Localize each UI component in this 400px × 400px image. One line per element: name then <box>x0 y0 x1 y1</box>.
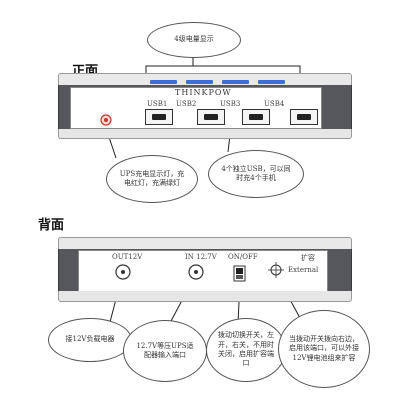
back-device-bottom <box>58 291 352 302</box>
ups-indicator-icon <box>100 114 112 126</box>
battery-led-4 <box>258 80 285 84</box>
in127v-label: IN 12.7V <box>185 253 217 261</box>
brand-label: THINKPOW <box>175 88 232 97</box>
usb-port-1 <box>145 109 173 125</box>
callout-ups-indicator: UPS充电显示灯，充电红灯，充满绿灯 <box>106 155 198 203</box>
usb2-label: USB2 <box>176 100 197 108</box>
usb1-label: USB1 <box>147 100 168 108</box>
battery-led-1 <box>150 80 177 84</box>
onoff-switch-icon <box>233 265 246 282</box>
usb4-label: USB4 <box>264 100 285 108</box>
callout-load-output: 接12V负载电器 <box>48 318 132 362</box>
external-label: External <box>288 266 319 274</box>
callout-expansion-port: 当拨动开关拨向右边，启用该端口，可以外接12V锂电池组来扩容 <box>278 310 370 388</box>
callout-toggle-switch: 拨动切换开关，左开，右关，不用时关闭，启用扩容端口 <box>206 318 286 382</box>
out12v-label: OUT12V <box>112 253 143 261</box>
expand-label: 扩容 <box>301 254 315 262</box>
battery-led-3 <box>222 80 249 84</box>
usb-port-2 <box>197 109 225 125</box>
back-title: 背面 <box>38 218 65 233</box>
callout-usb-ports: 4个独立USB，可以同时充4个手机 <box>208 150 304 198</box>
callout-adapter-input: 12.7V等压UPS适配器输入端口 <box>123 320 207 382</box>
usb-port-3 <box>242 109 270 125</box>
front-panel <box>70 87 322 129</box>
onoff-label: ON/OFF <box>228 253 258 261</box>
out12v-jack-icon <box>115 264 131 280</box>
usb3-label: USB3 <box>220 100 241 108</box>
usb-port-4 <box>290 109 318 125</box>
battery-bracket <box>145 65 301 73</box>
front-device-bottom <box>58 129 352 139</box>
callout-battery-display: 4级电量显示 <box>147 22 241 58</box>
in127v-jack-icon <box>188 264 204 280</box>
battery-led-2 <box>186 80 213 84</box>
expand-port-icon <box>268 262 284 278</box>
